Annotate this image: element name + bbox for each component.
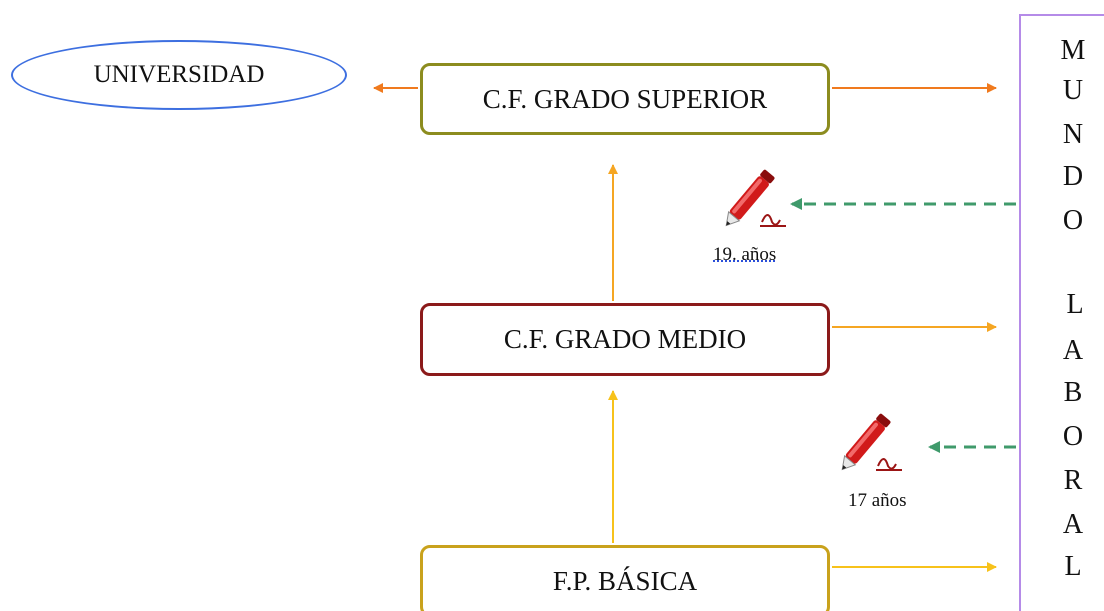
node-cf-grado-superior: C.F. GRADO SUPERIOR bbox=[420, 63, 830, 135]
node-universidad: UNIVERSIDAD bbox=[11, 40, 347, 110]
pen-icon bbox=[725, 169, 786, 227]
node-universidad-label: UNIVERSIDAD bbox=[93, 61, 265, 88]
exam-age-label-19: 19. años bbox=[713, 244, 777, 265]
mundo-letter: U bbox=[1062, 75, 1084, 106]
mundo-letter: D bbox=[1062, 161, 1084, 192]
laboral-letter: L bbox=[1064, 551, 1082, 582]
mundo-letter: O bbox=[1062, 205, 1084, 236]
node-superior-label: C.F. GRADO SUPERIOR bbox=[482, 83, 768, 114]
laboral-letter: R bbox=[1063, 465, 1083, 496]
laboral-letter: A bbox=[1062, 335, 1084, 366]
laboral-letter: O bbox=[1062, 421, 1084, 452]
pen-icon bbox=[841, 413, 902, 471]
mundo-laboral-panel: M U N D O L A B O R A L bbox=[1019, 14, 1104, 611]
laboral-letter: B bbox=[1063, 377, 1083, 408]
exam-age-label-17: 17 años bbox=[848, 490, 907, 511]
mundo-letter: M bbox=[1060, 35, 1086, 66]
laboral-letter: L bbox=[1066, 289, 1084, 320]
mundo-letter: N bbox=[1062, 119, 1084, 150]
node-fp-basica: F.P. BÁSICA bbox=[420, 545, 830, 611]
node-medio-label: C.F. GRADO MEDIO bbox=[503, 324, 747, 354]
node-cf-grado-medio: C.F. GRADO MEDIO bbox=[420, 303, 830, 376]
laboral-letter: A bbox=[1062, 509, 1084, 540]
node-basica-label: F.P. BÁSICA bbox=[552, 565, 698, 596]
